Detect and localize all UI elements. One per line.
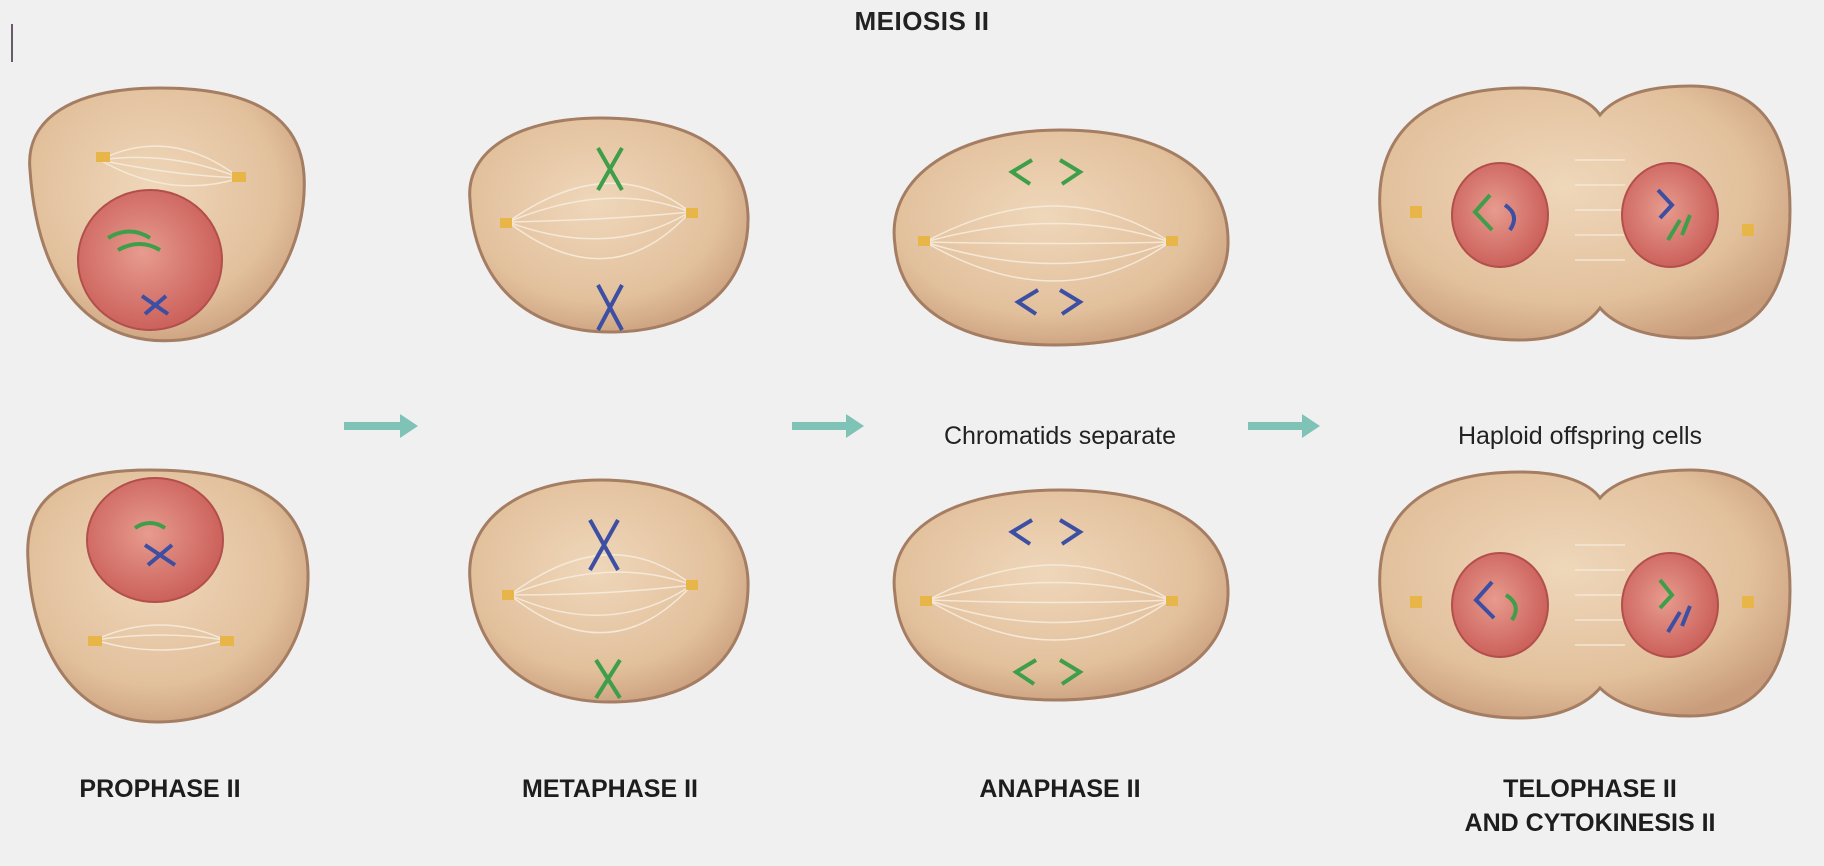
centriole-icon [918,236,930,246]
centriole-icon [1742,224,1754,236]
centriole-icon [1166,596,1178,606]
metaphase-cell-top [470,118,748,332]
centriole-icon [686,580,698,590]
metaphase-cell-bottom [470,480,748,702]
right-arrow-icon [344,414,418,438]
anaphase-cell-bottom [894,490,1228,700]
telophase-cell-top [1380,86,1790,340]
telophase-caption: Haploid offspring cells [1390,422,1770,451]
phase-label-line1: PROPHASE II [30,772,290,806]
telophase-cell-bottom [1380,470,1790,718]
centriole-icon [1742,596,1754,608]
phase-label-anaphase: ANAPHASE II [930,772,1190,806]
centriole-icon [1410,596,1422,608]
prophase-cell-top [30,88,305,341]
centriole-icon [1410,206,1422,218]
centriole-icon [88,636,102,646]
right-arrow-icon [792,414,864,438]
centriole-icon [502,590,514,600]
centriole-icon [220,636,234,646]
centriole-icon [96,152,110,162]
diagram-title: MEIOSIS II [822,6,1022,37]
phase-label-line1: TELOPHASE II [1440,772,1740,806]
phase-label-prophase: PROPHASE II [30,772,290,806]
right-arrow-icon [1248,414,1320,438]
centriole-icon [500,218,512,228]
anaphase-cell-top [894,130,1228,345]
centriole-icon [1166,236,1178,246]
phase-label-line1: ANAPHASE II [930,772,1190,806]
centriole-icon [920,596,932,606]
phase-label-line1: METAPHASE II [470,772,750,806]
phase-label-telophase: TELOPHASE II AND CYTOKINESIS II [1440,772,1740,840]
phase-label-line2: AND CYTOKINESIS II [1440,806,1740,840]
phase-label-metaphase: METAPHASE II [470,772,750,806]
prophase-cell-bottom [28,470,308,722]
centriole-icon [686,208,698,218]
anaphase-caption: Chromatids separate [880,422,1240,451]
centriole-icon [232,172,246,182]
